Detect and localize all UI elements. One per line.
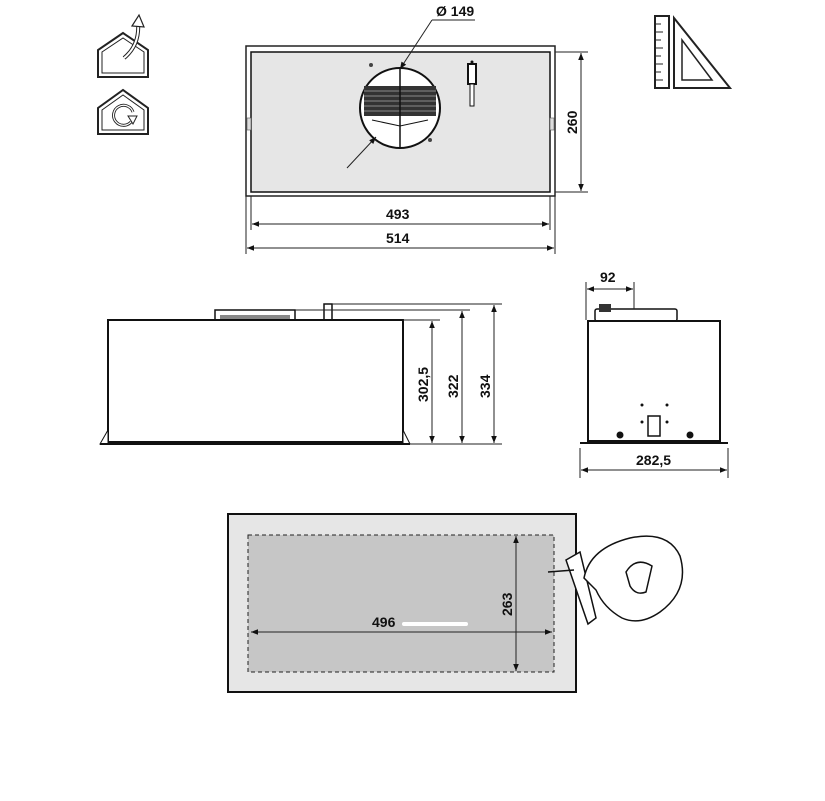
side-depth-label: 282,5: [636, 452, 671, 468]
cutout-view: 496 263: [227, 513, 684, 693]
fan-outlet: [359, 63, 441, 149]
ducted-extraction-icon: [97, 13, 149, 78]
top-view: Ø 149 260 493 514: [245, 3, 588, 254]
ruler-set-square-icon: [654, 15, 733, 89]
cutout-width-label: 496: [372, 614, 396, 630]
jigsaw-icon: [547, 535, 684, 626]
inner-width-label: 493: [386, 206, 410, 222]
front-view: 302,5 322 334: [99, 303, 502, 445]
front-height-body-label: 302,5: [415, 367, 431, 402]
front-height-mid-label: 322: [445, 374, 461, 398]
duct-diameter-label: Ø 149: [436, 3, 474, 19]
cutout-depth-label: 263: [499, 592, 515, 616]
outer-width-label: 514: [386, 230, 410, 246]
switch-unit: [467, 60, 477, 107]
recirculation-icon: [97, 88, 149, 135]
top-depth-label: 260: [564, 110, 580, 134]
side-view: 92 282,5: [579, 269, 729, 478]
outlet-offset-label: 92: [600, 269, 616, 285]
front-height-total-label: 334: [477, 374, 493, 398]
